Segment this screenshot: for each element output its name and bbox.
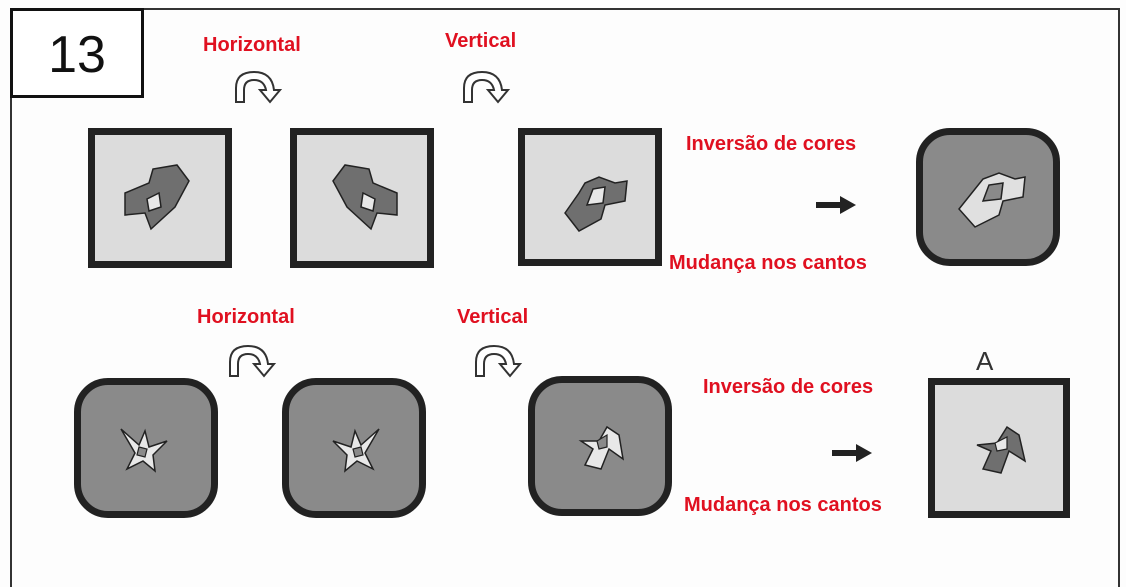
row2-colors-label: Inversão de cores (703, 376, 874, 398)
row1-colors-label: Inversão de cores (686, 133, 857, 155)
curved-arrow-icon (475, 344, 523, 378)
frame-top-line (10, 8, 1120, 10)
row2-tile-3 (528, 376, 672, 516)
right-arrow-icon (832, 444, 872, 462)
puzzle-number: 13 (48, 26, 106, 84)
row1-tile-2-shape (332, 164, 398, 231)
row1-corners-label: Mudança nos cantos (669, 252, 867, 274)
row2-tile-3-shape (578, 425, 625, 470)
row1-tile-1-shape (124, 164, 190, 231)
row1-answer-tile (916, 128, 1060, 266)
row2-tile-1 (74, 378, 218, 518)
row2-answer-shape (976, 425, 1027, 474)
curved-arrow-icon (463, 70, 511, 104)
row2-tile-1-shape (120, 428, 168, 473)
row1-vertical-label: Vertical (445, 30, 517, 52)
row2-tile-2-shape (332, 428, 380, 473)
row1-answer-shape (958, 172, 1026, 228)
row2-tile-2 (282, 378, 426, 518)
curved-arrow-icon (229, 344, 277, 378)
row1-tile-2 (290, 128, 434, 268)
row1-tile-1 (88, 128, 232, 268)
curved-arrow-icon (235, 70, 283, 104)
row2-horizontal-label: Horizontal (197, 306, 295, 328)
row2-answer-tile (928, 378, 1070, 518)
puzzle-number-box: 13 (10, 8, 144, 98)
row2-vertical-label: Vertical (457, 306, 529, 328)
row1-tile-3 (518, 128, 662, 266)
frame-left-line (10, 8, 12, 587)
row1-tile-3-shape (564, 176, 628, 232)
answer-letter: A (976, 346, 994, 376)
frame-right-line (1118, 8, 1120, 587)
right-arrow-icon (816, 196, 856, 214)
row1-horizontal-label: Horizontal (203, 34, 301, 56)
row2-corners-label: Mudança nos cantos (684, 494, 882, 516)
